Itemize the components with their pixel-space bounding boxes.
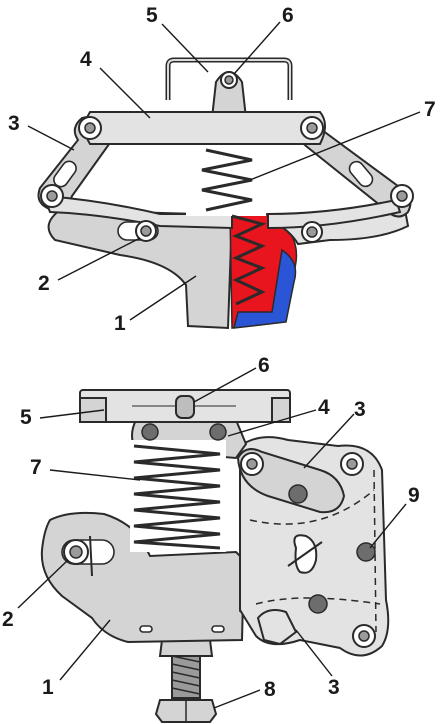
bottom-callout-5: 5 (20, 406, 32, 429)
bottom-callout-2: 2 (2, 608, 14, 631)
top-callout-1: 1 (114, 312, 126, 335)
bottom-link-3 (236, 448, 346, 514)
bottom-screw-8 (154, 639, 218, 723)
top-body-insert (233, 248, 297, 329)
bottom-spring-7 (130, 440, 226, 552)
top-pivots (40, 116, 414, 243)
bottom-view: 6 5 4 3 7 9 2 1 8 3 (2, 354, 420, 723)
bottom-callout-9: 9 (408, 484, 420, 507)
top-callout-6: 6 (282, 4, 294, 27)
top-bar-4 (84, 111, 326, 145)
top-callout-3: 3 (8, 112, 20, 135)
bottom-callout-3b: 3 (328, 676, 340, 699)
top-callout-4: 4 (80, 48, 92, 71)
top-callout-2: 2 (38, 272, 50, 295)
top-callout-5: 5 (146, 4, 158, 27)
bottom-callout-7: 7 (30, 456, 42, 479)
bottom-callout-8: 8 (264, 678, 276, 701)
bottom-callouts: 6 5 4 3 7 9 2 1 8 3 (2, 354, 420, 709)
bottom-pin-6 (175, 395, 195, 419)
bottom-callout-4: 4 (318, 396, 330, 419)
top-callouts: 5 6 4 3 7 2 1 (8, 4, 436, 335)
top-spring-7 (186, 146, 267, 306)
bottom-callout-6: 6 (258, 354, 270, 377)
bottom-callout-3a: 3 (354, 398, 366, 421)
bottom-callout-1: 1 (42, 676, 54, 699)
top-callout-7: 7 (424, 98, 436, 121)
top-body-1 (47, 208, 234, 330)
top-view: 5 6 4 3 7 2 1 (8, 4, 436, 335)
